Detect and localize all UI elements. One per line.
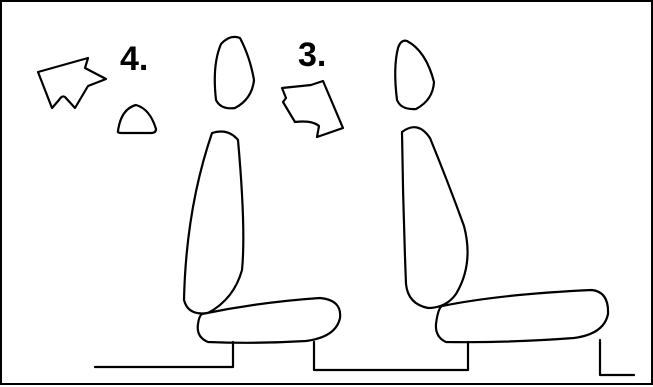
seat-cushion xyxy=(436,290,608,342)
rotate-arrow-left-icon xyxy=(38,58,106,108)
headrest-icon xyxy=(118,105,156,133)
step-3-label: 3. xyxy=(298,38,326,72)
headrest-icon xyxy=(215,37,254,108)
floor-rail-line xyxy=(95,340,634,375)
rotate-arrow-right-icon xyxy=(282,81,343,137)
headrest-icon xyxy=(395,41,434,109)
step-4-label: 4. xyxy=(120,42,148,76)
seat-backrest xyxy=(184,132,243,314)
seat-backrest xyxy=(402,127,468,308)
